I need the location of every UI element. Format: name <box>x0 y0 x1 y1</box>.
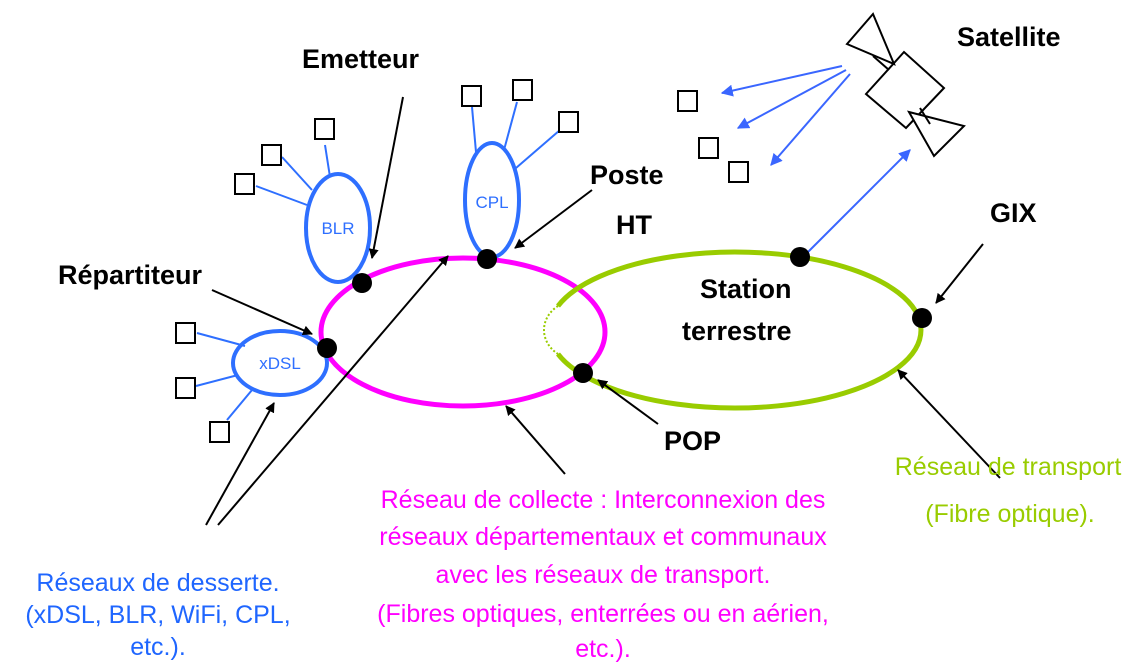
transport-caption-line-1: Réseau de transport <box>895 453 1122 481</box>
transport-caption-line-2: (Fibre optique). <box>925 500 1095 528</box>
collection-caption-line-2: réseaux départementaux et communaux <box>379 523 827 551</box>
collection-caption-line-4: (Fibres optiques, enterrées ou en aérien… <box>377 600 829 628</box>
collection-caption-line-5: etc.). <box>575 635 631 663</box>
junction-dots <box>317 247 932 383</box>
transport-ring-overlap <box>543 305 559 355</box>
repartiteur-label: Répartiteur <box>58 260 203 290</box>
cpl-network <box>461 79 579 259</box>
xdsl-network <box>175 322 329 443</box>
end-user-boxes <box>677 90 749 183</box>
poste-label: Poste <box>590 160 664 190</box>
collection-ring <box>318 255 608 409</box>
cpl-node-label: CPL <box>475 193 508 212</box>
collection-caption-line-3: avec les réseaux de transport. <box>436 561 771 589</box>
satellite-icon <box>845 12 966 158</box>
blr-node-label: BLR <box>321 219 354 238</box>
collection-caption-line-1: Réseau de collecte : Interconnexion des <box>381 486 826 514</box>
terrestre-label: terrestre <box>682 316 792 346</box>
pointer-arrows <box>205 96 1001 526</box>
station-label: Station <box>700 274 792 304</box>
pop-label: POP <box>664 426 721 456</box>
blr-network <box>234 118 372 284</box>
ht-label: HT <box>616 210 652 240</box>
access-caption-line-1: Réseaux de desserte. <box>36 569 279 597</box>
emetteur-label: Emetteur <box>302 44 420 74</box>
satellite-label: Satellite <box>957 22 1061 52</box>
gix-label: GIX <box>990 198 1037 228</box>
access-caption-line-3: etc.). <box>130 633 186 661</box>
satellite-links <box>720 65 911 253</box>
xdsl-node-label: xDSL <box>259 354 301 373</box>
transport-ring <box>556 249 924 411</box>
access-caption-line-2: (xDSL, BLR, WiFi, CPL, <box>25 601 290 629</box>
